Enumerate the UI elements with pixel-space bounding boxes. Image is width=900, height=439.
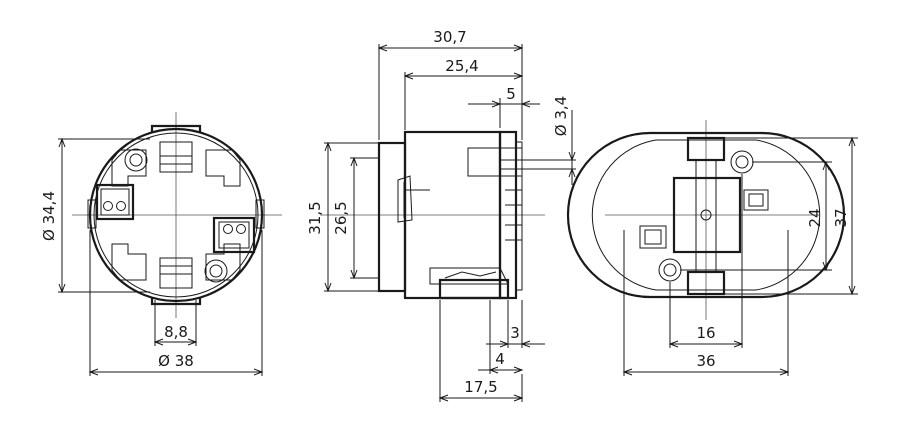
dim-diameter-38: Ø 38	[158, 352, 194, 370]
left-view: Ø 34,4 8,8 Ø 38	[40, 112, 282, 376]
dim-31-5: 31,5	[306, 201, 324, 234]
dim-30-7: 30,7	[433, 28, 466, 46]
dim-4: 4	[495, 350, 505, 368]
dim-24: 24	[806, 208, 824, 227]
right-view: 24 37 16 36	[566, 120, 858, 376]
dim-25-4: 25,4	[445, 57, 478, 75]
dim-8-8: 8,8	[164, 323, 188, 341]
dim-17-5: 17,5	[464, 378, 497, 396]
dim-26-5: 26,5	[332, 201, 350, 234]
dim-36: 36	[696, 352, 715, 370]
dim-diameter-34-4: Ø 34,4	[40, 191, 58, 241]
dim-5: 5	[506, 85, 516, 103]
dim-37: 37	[832, 208, 850, 227]
dim-3: 3	[510, 324, 520, 342]
dim-16: 16	[696, 324, 715, 342]
side-view: 30,7 25,4 5 Ø 3,4 31,5 26,5	[306, 28, 576, 402]
dim-diameter-3-4: Ø 3,4	[552, 96, 570, 136]
